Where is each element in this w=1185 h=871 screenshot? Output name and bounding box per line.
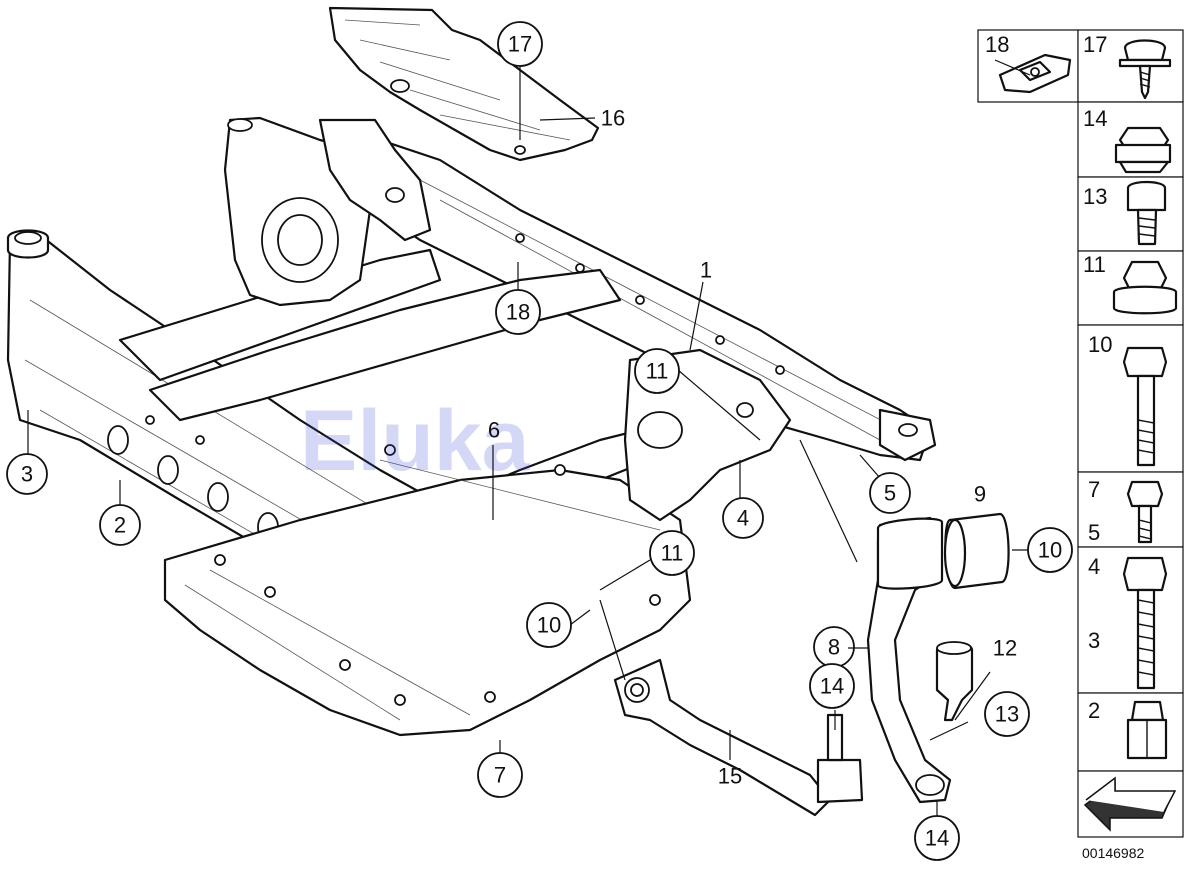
callout-12[interactable]: 12 <box>993 636 1017 661</box>
clip-nut-icon <box>994 53 1072 94</box>
callout-number: 15 <box>718 764 742 789</box>
callout-number: 10 <box>537 613 561 638</box>
callout-18[interactable]: 18 <box>495 289 541 335</box>
callout-number: 3 <box>21 462 33 487</box>
long-bolt-4-3-icon <box>1122 556 1168 690</box>
callout-number: 4 <box>737 506 749 531</box>
part-ball-joint[interactable] <box>935 641 974 722</box>
watermark-text: Eluka <box>300 393 531 489</box>
part-wishbone[interactable] <box>866 516 952 804</box>
callout-9[interactable]: 9 <box>974 482 986 507</box>
legend-label-18: 18 <box>985 32 1009 57</box>
bolt-7-5-icon <box>1126 480 1164 544</box>
callout-number: 8 <box>828 635 840 660</box>
callout-circle <box>6 453 48 495</box>
long-bolt-10-icon <box>1122 346 1168 467</box>
callout-2[interactable]: 2 <box>99 504 141 546</box>
callout-circle <box>477 752 523 798</box>
legend-label-4: 4 <box>1088 554 1100 579</box>
callout-15[interactable]: 15 <box>718 764 742 789</box>
legend-label-5: 5 <box>1088 520 1100 545</box>
callout-14[interactable]: 14 <box>809 663 855 709</box>
callout-6[interactable]: 6 <box>488 418 500 443</box>
callout-14[interactable]: 14 <box>914 815 960 861</box>
part-underbody-plate[interactable] <box>163 444 692 737</box>
leader-lines <box>27 66 1030 818</box>
callout-number: 16 <box>601 106 625 131</box>
callout-circle <box>99 504 141 546</box>
callout-circle <box>914 815 960 861</box>
bolt-13-icon <box>1126 180 1167 246</box>
legend-label-11: 11 <box>1083 252 1106 277</box>
callout-number: 2 <box>114 513 126 538</box>
callout-number: 13 <box>995 702 1019 727</box>
callout-16[interactable]: 16 <box>601 106 625 131</box>
callout-17[interactable]: 17 <box>497 21 543 67</box>
legend-label-13: 13 <box>1083 184 1107 209</box>
callout-number: 18 <box>506 300 530 325</box>
callout-10[interactable]: 10 <box>526 602 572 648</box>
callout-number: 14 <box>925 826 949 851</box>
callout-number: 11 <box>661 541 684 566</box>
callout-circle <box>722 497 764 539</box>
legend-label-14: 14 <box>1083 106 1107 131</box>
callout-3[interactable]: 3 <box>6 453 48 495</box>
document-id: 00146982 <box>1082 845 1145 861</box>
callout-11[interactable]: 11 <box>634 348 680 394</box>
callout-13[interactable]: 13 <box>984 691 1030 737</box>
callout-4[interactable]: 4 <box>722 497 764 539</box>
callout-circle <box>649 530 695 576</box>
hardware-legend: 18 17 14 13 11 10 7 5 4 3 2 <box>977 29 1184 838</box>
legend-label-17: 17 <box>1083 32 1107 57</box>
callout-layer: 17 16 1 18 11 6 3 2 5 4 9 10 11 10 8 12 14 13 7 15 14 <box>6 21 1073 861</box>
self-locking-nut-icon <box>1114 126 1172 174</box>
callout-10[interactable]: 10 <box>1027 527 1073 573</box>
screw-icon <box>1118 39 1172 100</box>
direction-arrow-icon <box>1083 776 1177 832</box>
legend-label-3: 3 <box>1088 628 1100 653</box>
legend-label-2: 2 <box>1088 698 1100 723</box>
flange-nut-icon <box>1112 260 1178 315</box>
callout-8[interactable]: 8 <box>813 626 855 668</box>
callout-1[interactable]: 1 <box>700 258 712 283</box>
callout-number: 11 <box>646 359 669 384</box>
callout-7[interactable]: 7 <box>477 752 523 798</box>
callout-number: 10 <box>1038 538 1062 563</box>
callout-circle <box>984 691 1030 737</box>
callout-circle <box>497 21 543 67</box>
callout-number: 1 <box>700 258 712 283</box>
callout-circle <box>869 472 911 514</box>
callout-number: 12 <box>993 636 1017 661</box>
part-heat-shield[interactable] <box>328 6 600 162</box>
callout-number: 5 <box>884 481 896 506</box>
nut-2-icon <box>1126 700 1168 760</box>
callout-circle <box>495 289 541 335</box>
callout-11[interactable]: 11 <box>649 530 695 576</box>
callout-circle <box>809 663 855 709</box>
callout-number: 7 <box>494 763 506 788</box>
callout-circle <box>1027 527 1073 573</box>
callout-number: 17 <box>508 32 532 57</box>
callout-5[interactable]: 5 <box>869 472 911 514</box>
callout-number: 9 <box>974 482 986 507</box>
callout-circle <box>634 348 680 394</box>
legend-label-10: 10 <box>1088 332 1112 357</box>
part-rubber-mount[interactable] <box>943 512 1010 590</box>
part-tension-strut[interactable] <box>613 658 864 817</box>
callout-number: 6 <box>488 418 500 443</box>
callout-number: 14 <box>820 674 844 699</box>
legend-label-7: 7 <box>1088 477 1100 502</box>
callout-circle <box>526 602 572 648</box>
part-mount-bracket[interactable] <box>623 348 937 522</box>
